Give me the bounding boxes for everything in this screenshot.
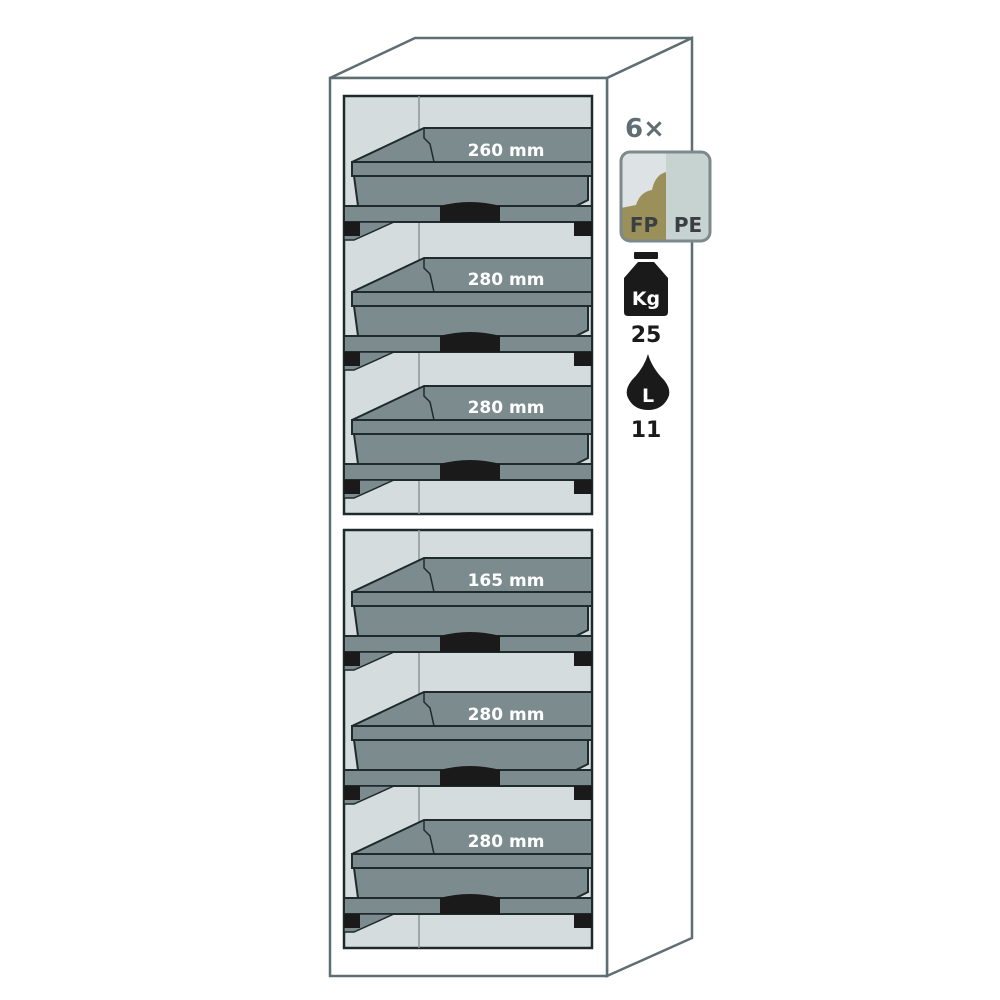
drawer-height-label: 165 mm bbox=[468, 571, 545, 591]
liquid-drop-icon: L bbox=[626, 354, 670, 410]
weight-value: 25 bbox=[631, 323, 662, 348]
drawer-height-label: 260 mm bbox=[468, 141, 545, 161]
svg-text:L: L bbox=[642, 385, 654, 407]
volume-value: 11 bbox=[631, 418, 662, 443]
svg-text:PE: PE bbox=[674, 213, 702, 237]
svg-text:Kg: Kg bbox=[632, 288, 660, 310]
drawer-height-label: 280 mm bbox=[468, 398, 545, 418]
drawer-height-label: 280 mm bbox=[468, 705, 545, 725]
svg-text:FP: FP bbox=[630, 213, 658, 237]
weight-icon: Kg bbox=[624, 252, 668, 316]
drawer-height-label: 280 mm bbox=[468, 832, 545, 852]
drawer-height-label: 280 mm bbox=[468, 270, 545, 290]
quantity-label: 6× bbox=[625, 114, 665, 144]
material-badge-icon: FP PE bbox=[619, 150, 712, 243]
